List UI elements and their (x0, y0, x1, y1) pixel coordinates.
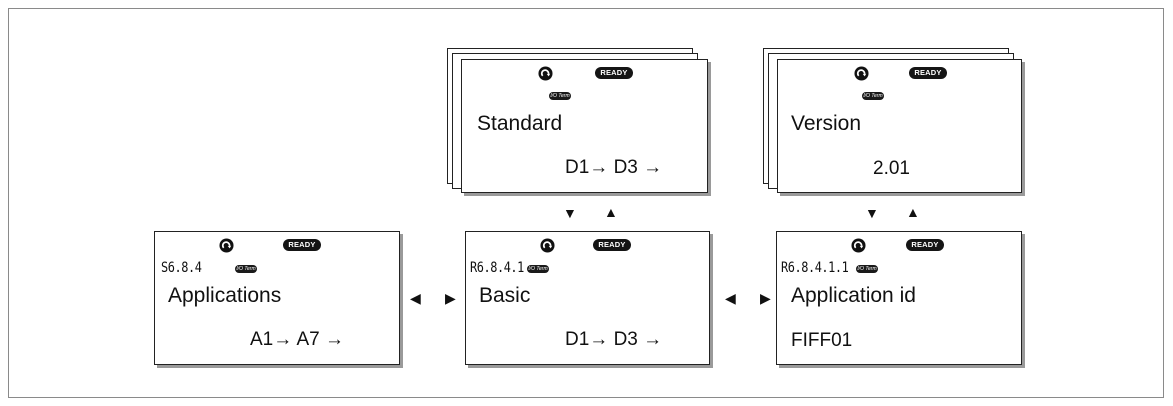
arrow-right-icon: ▶ (760, 290, 771, 306)
ready-status-badge: READY (595, 67, 633, 79)
status-icons: READY (526, 66, 646, 82)
io-term-badge: I/O Term (527, 265, 549, 273)
rotation-direction-icon (538, 66, 553, 81)
application-id-panel: READY R6.8.4.1.1 I/O Term Application id… (776, 231, 1022, 365)
io-term-badge: I/O Term (549, 92, 571, 100)
status-icons: READY (530, 238, 650, 254)
applications-panel: READY S6.8.4 I/O Term Applications A1→ A… (154, 231, 400, 365)
parameter-nav-range: D1→ D3 → (565, 329, 663, 350)
ready-status-badge: READY (283, 239, 321, 251)
version-panel: READY I/O Term Version 2.01 (777, 59, 1022, 193)
parameter-value: FIFF01 (791, 330, 853, 351)
parameter-code: R6.8.4.1.1 (781, 260, 849, 276)
arrow-right-icon: ▶ (445, 290, 456, 306)
io-term-badge: I/O Term (862, 92, 884, 100)
arrow-up-icon: ▲ (906, 204, 920, 220)
status-icons: READY (841, 238, 961, 254)
io-term-badge: I/O Term (235, 265, 257, 273)
basic-panel: READY R6.8.4.1 I/O Term Basic D1→ D3 → (465, 231, 710, 365)
rotation-direction-icon (219, 238, 234, 253)
arrow-left-icon: ◀ (410, 290, 421, 306)
arrow-down-icon: ▼ (865, 205, 879, 221)
arrow-down-icon: ▼ (563, 205, 577, 221)
ready-status-badge: READY (906, 239, 944, 251)
status-icons: READY (842, 66, 962, 82)
parameter-name: Application id (791, 284, 916, 307)
parameter-code: S6.8.4 (161, 260, 202, 276)
parameter-name: Standard (477, 112, 563, 135)
parameter-name: Applications (168, 284, 282, 307)
arrow-up-icon: ▲ (604, 204, 618, 220)
parameter-code: R6.8.4.1 (470, 260, 524, 276)
parameter-nav-range: D1→ D3 → (565, 157, 663, 178)
parameter-name: Basic (479, 284, 531, 307)
rotation-direction-icon (854, 66, 869, 81)
io-term-badge: I/O Term (856, 265, 878, 273)
rotation-direction-icon (851, 238, 866, 253)
parameter-name: Version (791, 112, 862, 135)
parameter-value: 2.01 (873, 158, 910, 179)
parameter-nav-range: A1→ A7 → (250, 329, 344, 350)
ready-status-badge: READY (909, 67, 947, 79)
rotation-direction-icon (540, 238, 555, 253)
standard-panel: READY I/O Term Standard D1→ D3 → (461, 59, 708, 193)
status-icons: READY (219, 238, 339, 254)
arrow-left-icon: ◀ (725, 290, 736, 306)
ready-status-badge: READY (593, 239, 631, 251)
